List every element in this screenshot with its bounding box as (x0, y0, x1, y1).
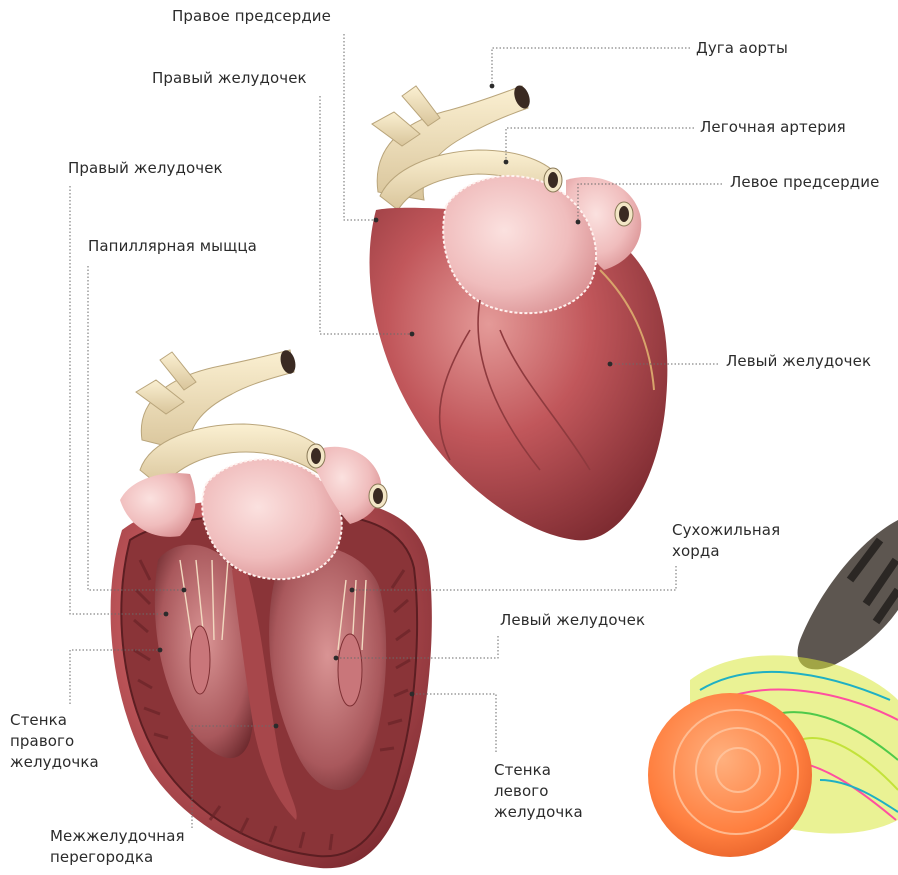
label-right-ventricle-exterior: Правый желудочек (152, 68, 307, 89)
vessel-opening (373, 488, 383, 504)
external-heart (370, 83, 668, 540)
label-line: Стенка (10, 710, 99, 731)
label-line: хорда (672, 541, 780, 562)
leader-endpoint (350, 588, 355, 593)
vessel-opening (311, 448, 321, 464)
vessel-opening (619, 206, 629, 222)
leader-endpoint (164, 612, 169, 617)
label-line: желудочка (494, 802, 583, 823)
leader-endpoint (410, 332, 415, 337)
label-left-ventricle-exterior: Левый желудочек (726, 351, 871, 372)
leader-endpoint (182, 588, 187, 593)
label-interventricular-septum: Межжелудочная перегородка (50, 826, 185, 868)
label-right-ventricle-wall: Стенка правого желудочка (10, 710, 99, 773)
leader-endpoint (490, 84, 495, 89)
vessel-opening (548, 172, 558, 188)
label-line: левого (494, 781, 583, 802)
label-right-ventricle-interior: Правый желудочек (68, 158, 223, 179)
label-aortic-arch: Дуга аорты (696, 38, 788, 59)
label-left-ventricle-wall: Стенка левого желудочка (494, 760, 583, 823)
leader-endpoint (608, 362, 613, 367)
leader-endpoint (504, 160, 509, 165)
yarn-ball (648, 693, 812, 857)
label-line: правого (10, 731, 99, 752)
leader-line-pulmonary-artery (506, 128, 694, 162)
leader-endpoint (274, 724, 279, 729)
label-chorda-tendinea: Сухожильная хорда (672, 520, 780, 562)
sectioned-heart (111, 349, 432, 869)
papillary-muscle (190, 626, 210, 694)
label-left-atrium: Левое предсердие (730, 172, 879, 193)
label-line: Межжелудочная (50, 826, 185, 847)
leader-line-aortic-arch (492, 48, 690, 86)
leader-line-right-atrium (344, 34, 376, 220)
label-papillary-muscle: Папиллярная мыщца (88, 236, 257, 257)
leader-endpoint (334, 656, 339, 661)
papillary-muscle (338, 634, 362, 706)
label-line: Стенка (494, 760, 583, 781)
leader-endpoint (576, 220, 581, 225)
label-line: перегородка (50, 847, 185, 868)
label-right-atrium: Правое предсердие (172, 6, 331, 27)
yarn-and-cat-image (648, 520, 898, 857)
leader-endpoint (410, 692, 415, 697)
label-left-ventricle-interior: Левый желудочек (500, 610, 645, 631)
leader-endpoint (158, 648, 163, 653)
label-pulmonary-artery: Легочная артерия (700, 117, 846, 138)
label-line: Сухожильная (672, 520, 780, 541)
label-line: желудочка (10, 752, 99, 773)
leader-endpoint (374, 218, 379, 223)
